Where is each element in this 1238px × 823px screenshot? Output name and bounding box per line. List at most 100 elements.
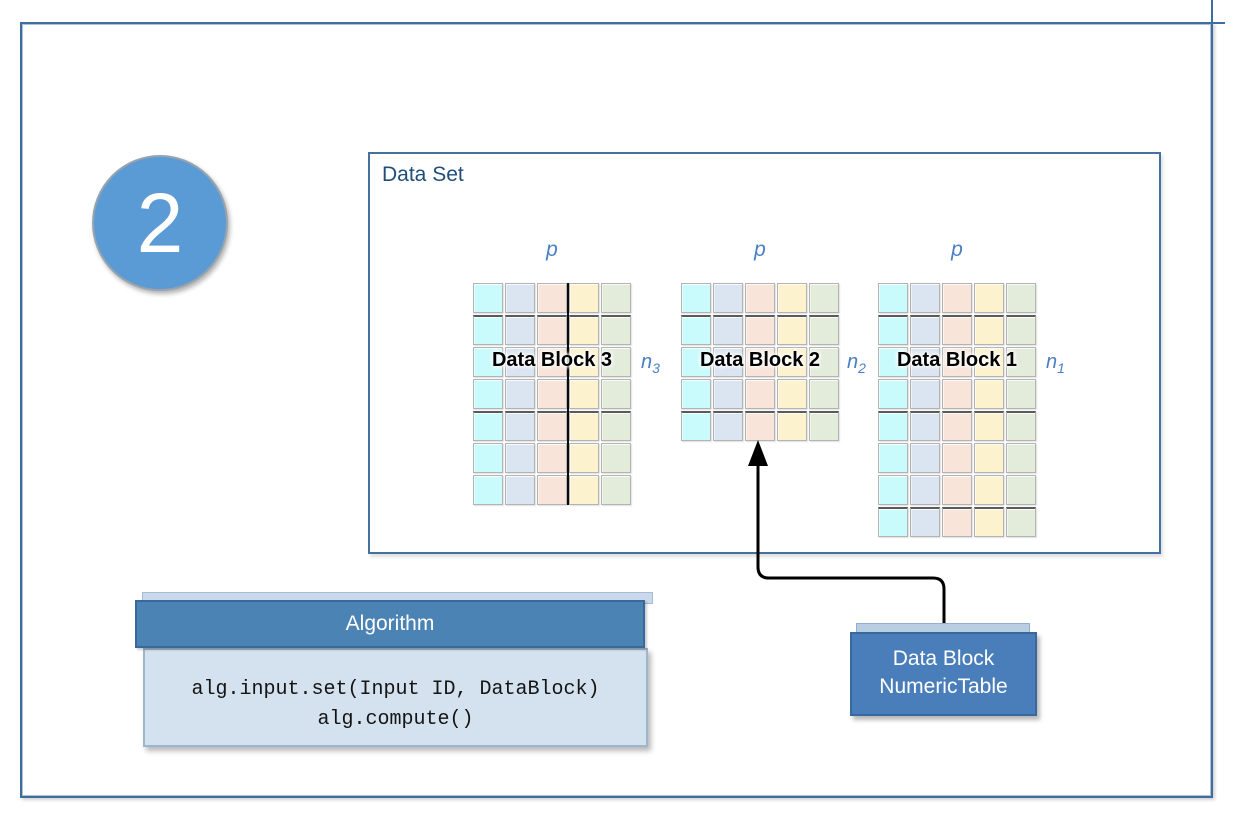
- grid-cell: [942, 411, 972, 441]
- grid-cell: [681, 347, 711, 377]
- grid-cell: [537, 379, 567, 409]
- grid-cell: [878, 411, 908, 441]
- grid-cell: [1006, 411, 1036, 441]
- grid-cell: [942, 315, 972, 345]
- grid-cell: [878, 443, 908, 473]
- grid-cell: [473, 443, 503, 473]
- grid-cell: [713, 283, 743, 313]
- grid-cell: [1006, 507, 1036, 537]
- rows-label-subscript: 1: [1057, 360, 1065, 376]
- grid-cell: [910, 411, 940, 441]
- columns-label-block2: p: [754, 238, 766, 261]
- grid-cell: [910, 283, 940, 313]
- grid-cell: [910, 347, 940, 377]
- grid-cell: [809, 411, 839, 441]
- numeric-table-line2: NumericTable: [879, 675, 1008, 698]
- grid-cell: [473, 379, 503, 409]
- rows-label-base: n: [847, 351, 859, 373]
- grid-cell: [745, 347, 775, 377]
- grid-cell: [713, 411, 743, 441]
- block3-column-divider-line: [567, 283, 569, 505]
- grid-cell: [777, 347, 807, 377]
- numeric-table-line1: Data Block: [892, 647, 995, 670]
- algorithm-code-line-2: alg.compute(): [317, 708, 474, 731]
- grid-cell: [601, 443, 631, 473]
- grid-cell: [537, 315, 567, 345]
- grid-cell: [974, 507, 1004, 537]
- grid-cell: [569, 443, 599, 473]
- grid-cell: [505, 475, 535, 505]
- grid-cell: [974, 379, 1004, 409]
- grid-cell: [505, 347, 535, 377]
- grid-cell: [878, 379, 908, 409]
- rows-label-block2: n2: [847, 351, 866, 376]
- grid-cell: [473, 411, 503, 441]
- numeric-table-box: Data Block NumericTable: [850, 632, 1037, 716]
- grid-cell: [473, 347, 503, 377]
- grid-cell: [942, 379, 972, 409]
- grid-cell: [537, 347, 567, 377]
- grid-cell: [505, 315, 535, 345]
- grid-cell: [910, 315, 940, 345]
- rows-label-base: n: [1046, 351, 1058, 373]
- grid-cell: [878, 475, 908, 505]
- grid-cell: [910, 443, 940, 473]
- grid-cell: [601, 347, 631, 377]
- grid-cell: [974, 347, 1004, 377]
- grid-cell: [878, 315, 908, 345]
- grid-cell: [910, 379, 940, 409]
- data-block-3-label: Data Block 3: [491, 349, 613, 371]
- grid-cell: [942, 443, 972, 473]
- grid-cell: [942, 507, 972, 537]
- grid-cell: [505, 379, 535, 409]
- frame-corner-extension-horizontal: [1213, 22, 1225, 24]
- data-block-1-label: Data Block 1: [896, 349, 1018, 371]
- grid-cell: [942, 475, 972, 505]
- grid-cell: [1006, 475, 1036, 505]
- grid-cell: [809, 315, 839, 345]
- algorithm-code-panel: alg.input.set(Input ID, DataBlock) alg.c…: [143, 648, 648, 747]
- grid-cell: [1006, 315, 1036, 345]
- grid-cell: [537, 411, 567, 441]
- grid-cell: [942, 347, 972, 377]
- data-block-3-grid: [473, 283, 631, 505]
- grid-cell: [569, 475, 599, 505]
- grid-cell: [910, 507, 940, 537]
- data-block-2-grid: [681, 283, 839, 441]
- grid-cell: [569, 379, 599, 409]
- grid-cell: [681, 379, 711, 409]
- grid-cell: [601, 411, 631, 441]
- grid-cell: [974, 443, 1004, 473]
- grid-cell: [745, 315, 775, 345]
- grid-cell: [745, 283, 775, 313]
- grid-cell: [942, 283, 972, 313]
- grid-cell: [1006, 379, 1036, 409]
- algorithm-header: Algorithm: [135, 600, 645, 648]
- grid-cell: [1006, 347, 1036, 377]
- rows-label-block1: n1: [1046, 351, 1065, 376]
- grid-cell: [569, 315, 599, 345]
- grid-cell: [974, 475, 1004, 505]
- columns-label-block1: p: [951, 238, 963, 261]
- rows-label-subscript: 2: [858, 360, 866, 376]
- grid-cell: [1006, 443, 1036, 473]
- grid-cell: [974, 315, 1004, 345]
- grid-cell: [878, 347, 908, 377]
- grid-cell: [473, 283, 503, 313]
- grid-cell: [910, 475, 940, 505]
- grid-cell: [473, 315, 503, 345]
- data-set-title: Data Set: [382, 163, 464, 186]
- rows-label-block3: n3: [641, 351, 660, 376]
- step-number-badge: 2: [92, 155, 228, 291]
- grid-cell: [713, 347, 743, 377]
- grid-cell: [681, 283, 711, 313]
- grid-cell: [777, 283, 807, 313]
- data-block-1-grid: [878, 283, 1036, 537]
- grid-cell: [745, 411, 775, 441]
- grid-cell: [505, 443, 535, 473]
- grid-cell: [681, 411, 711, 441]
- grid-cell: [681, 315, 711, 345]
- grid-cell: [974, 283, 1004, 313]
- grid-cell: [537, 283, 567, 313]
- grid-cell: [601, 475, 631, 505]
